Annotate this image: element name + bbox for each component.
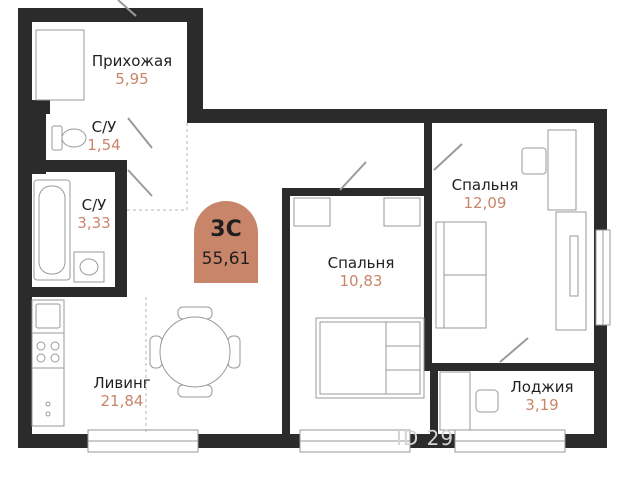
room-name: Ливинг — [93, 374, 151, 392]
layout-type: 3С — [210, 217, 242, 242]
zone-borders — [127, 123, 188, 434]
kitchen-counter — [31, 299, 65, 427]
watermark: ID 29 — [396, 426, 455, 450]
bedroom-2-furniture — [435, 129, 587, 331]
room-name: Лоджия — [510, 378, 574, 396]
room-area: 12,09 — [463, 194, 507, 212]
room-hallway: Прихожая 5,95 — [84, 52, 180, 88]
doors — [117, 0, 529, 363]
room-bathroom: С/У 3,33 — [70, 196, 118, 232]
room-area: 1,54 — [87, 136, 121, 154]
room-name: Спальня — [451, 176, 519, 194]
room-name: С/У — [91, 118, 117, 136]
room-bedroom-1: Спальня 10,83 — [316, 254, 406, 290]
room-area: 5,95 — [115, 70, 149, 88]
dining-table-icon — [149, 306, 241, 398]
room-bedroom-2: Спальня 12,09 — [440, 176, 530, 212]
windows — [87, 229, 611, 453]
bedroom-1-furniture — [293, 197, 425, 399]
room-name: С/У — [81, 196, 107, 214]
loggia-chair-icon — [439, 371, 499, 431]
room-area: 21,84 — [100, 392, 144, 410]
total-area: 55,61 — [201, 249, 251, 269]
room-loggia: Лоджия 3,19 — [496, 378, 588, 414]
room-area: 3,19 — [525, 396, 559, 414]
apartment-badge: 3С 55,61 — [194, 201, 258, 283]
room-area: 10,83 — [339, 272, 383, 290]
room-name: Прихожая — [91, 52, 173, 70]
hallway-wardrobe — [35, 29, 85, 101]
room-name: Спальня — [327, 254, 395, 272]
room-area: 3,33 — [77, 214, 111, 232]
toilet-icon — [51, 125, 87, 151]
room-wc: С/У 1,54 — [80, 118, 128, 154]
sink-icon — [73, 251, 105, 283]
bathtub-icon — [33, 179, 71, 281]
room-living: Ливинг 21,84 — [82, 374, 162, 410]
